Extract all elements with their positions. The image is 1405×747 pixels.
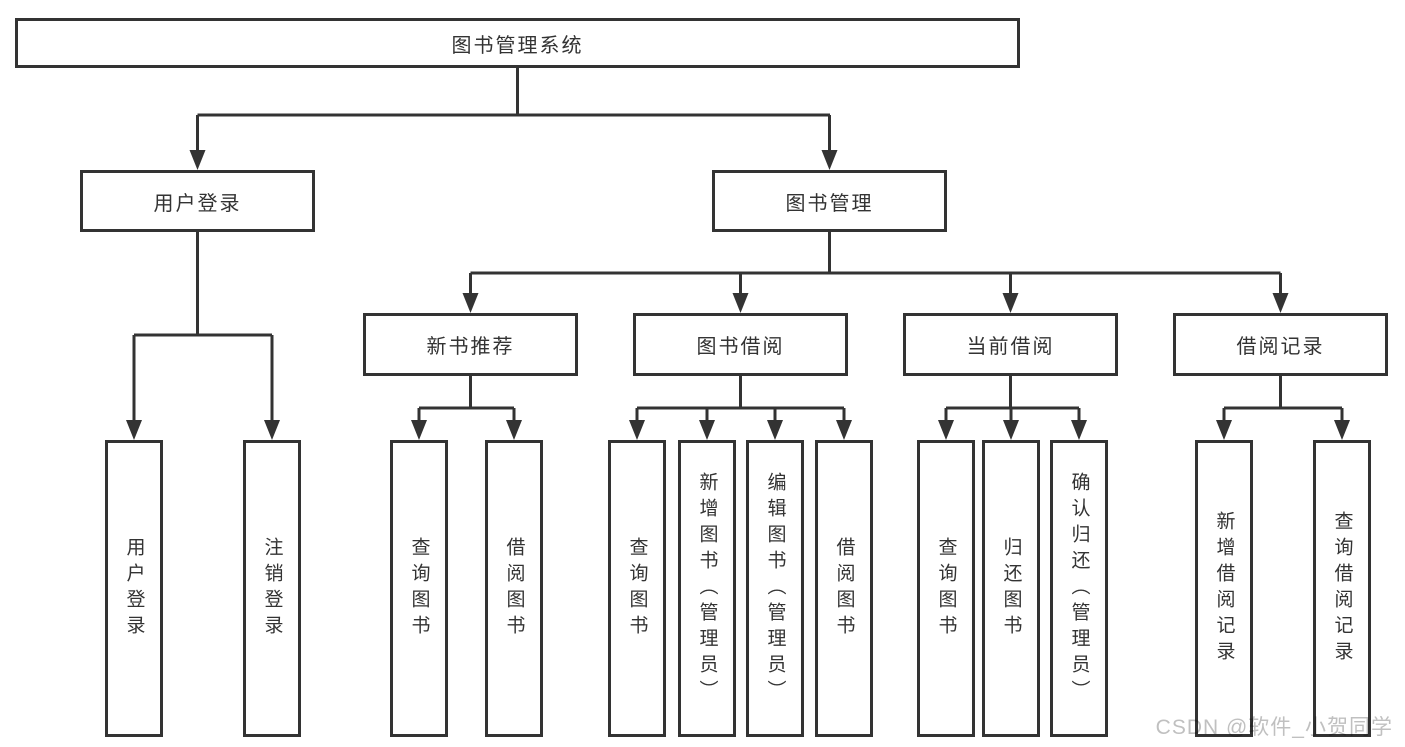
leaf-recommend-query-books: 查询图书 [390, 440, 448, 737]
arrowhead [767, 420, 783, 440]
node-label: 借阅图书 [503, 536, 525, 641]
arrowhead [1216, 420, 1232, 440]
arrowhead [1003, 420, 1019, 440]
arrowhead [462, 293, 479, 313]
node-label: 查询借阅记录 [1331, 510, 1353, 667]
arrowhead [189, 150, 206, 170]
connector-line [1222, 376, 1344, 424]
arrowhead [264, 420, 280, 440]
arrowhead [938, 420, 954, 440]
leaf-borrow-edit-books-admin: 编辑图书（管理员） [746, 440, 804, 737]
node-label: 注销登录 [261, 536, 283, 641]
arrowhead [1272, 293, 1289, 313]
arrowhead [126, 420, 142, 440]
node-label: 查询图书 [935, 536, 957, 641]
leaf-current-confirm-return-admin: 确认归还（管理员） [1050, 440, 1108, 737]
node-label: 借阅记录 [1236, 336, 1325, 358]
arrowhead [1334, 420, 1350, 440]
node-borrowing-records: 借阅记录 [1173, 313, 1388, 376]
connector-line [469, 232, 1282, 297]
connector-line [417, 376, 516, 424]
node-library-management-system: 图书管理系统 [15, 18, 1020, 68]
leaf-borrow-query-books: 查询图书 [608, 440, 666, 737]
node-label: 图书借阅 [696, 336, 785, 358]
arrowhead [629, 420, 645, 440]
node-book-management: 图书管理 [712, 170, 947, 232]
node-label: 归还图书 [1000, 536, 1022, 641]
leaf-recommend-borrow-books: 借阅图书 [485, 440, 543, 737]
connector-line [132, 232, 274, 424]
node-label: 编辑图书（管理员） [764, 471, 786, 706]
node-label: 图书管理系统 [451, 34, 584, 57]
leaf-current-query-books: 查询图书 [917, 440, 975, 737]
arrowhead [732, 293, 749, 313]
node-label: 当前借阅 [966, 336, 1055, 358]
leaf-user-login: 用户登录 [105, 440, 163, 737]
node-label: 新增借阅记录 [1213, 510, 1235, 667]
node-user-login: 用户登录 [80, 170, 315, 232]
csdn-watermark: CSDN @软件_小贺同学 [1155, 716, 1393, 739]
leaf-borrow-borrow-books: 借阅图书 [815, 440, 873, 737]
node-book-borrowing: 图书借阅 [633, 313, 848, 376]
node-label: 确认归还（管理员） [1068, 471, 1090, 706]
node-label: 用户登录 [123, 536, 145, 641]
leaf-borrow-add-books-admin: 新增图书（管理员） [678, 440, 736, 737]
connector-line [635, 376, 846, 424]
connector-line [944, 376, 1081, 424]
arrowhead [506, 420, 522, 440]
node-label: 用户登录 [153, 192, 242, 215]
leaf-logout: 注销登录 [243, 440, 301, 737]
arrowhead [1071, 420, 1087, 440]
arrowhead [1002, 293, 1019, 313]
leaf-records-query-record: 查询借阅记录 [1313, 440, 1371, 737]
arrowhead [699, 420, 715, 440]
node-label: 新增图书（管理员） [696, 471, 718, 706]
leaf-current-return-books: 归还图书 [982, 440, 1040, 737]
node-label: 查询图书 [626, 536, 648, 641]
node-current-borrowing: 当前借阅 [903, 313, 1118, 376]
leaf-records-add-record: 新增借阅记录 [1195, 440, 1253, 737]
arrowhead [836, 420, 852, 440]
node-new-book-recommendation: 新书推荐 [363, 313, 578, 376]
arrowhead [821, 150, 838, 170]
node-label: 图书管理 [785, 192, 874, 215]
node-label: 新书推荐 [426, 336, 515, 358]
node-label: 借阅图书 [833, 536, 855, 641]
arrowhead [411, 420, 427, 440]
node-label: 查询图书 [408, 536, 430, 641]
connector-line [196, 68, 831, 154]
